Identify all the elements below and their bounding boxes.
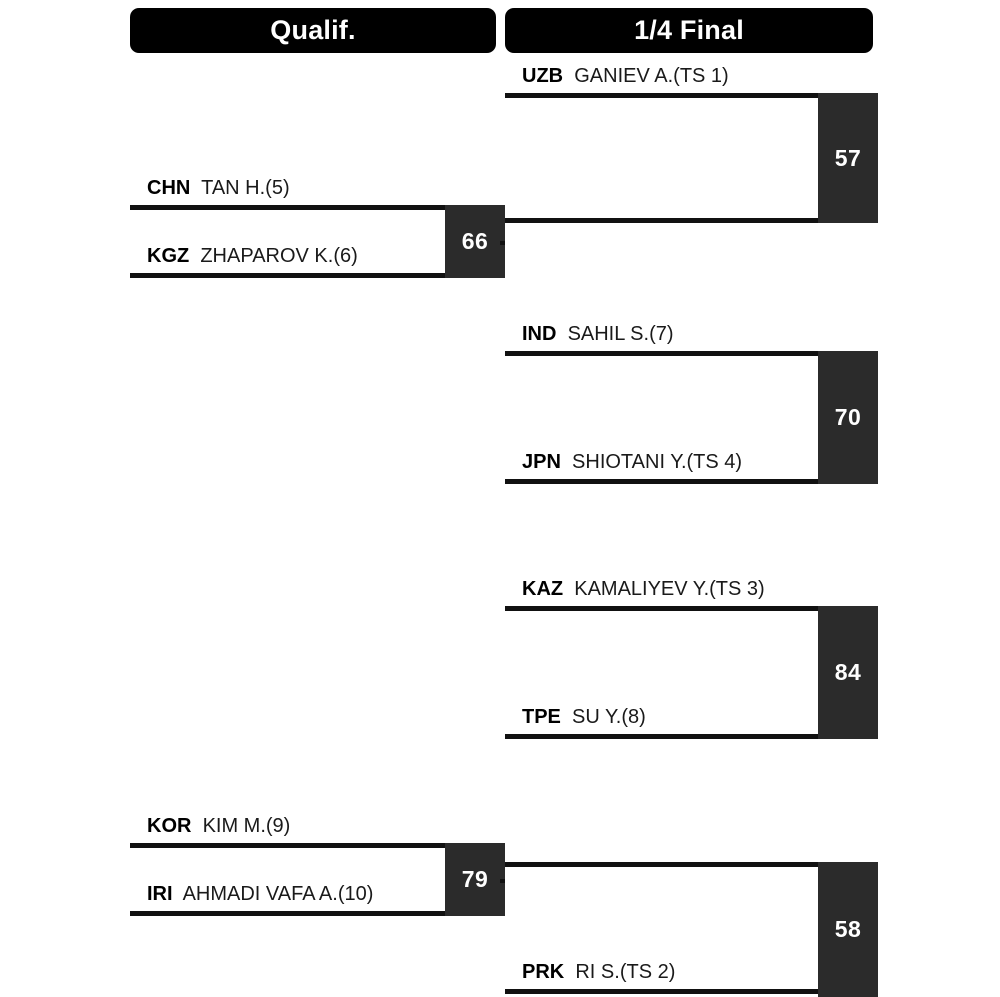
match-quarter-final-3-score[interactable]: 84 bbox=[818, 606, 878, 739]
match-quarter-final-3-bottom-noc: TPE bbox=[522, 706, 567, 728]
match-quarter-final-3-bottom-name: SU Y.(8) bbox=[572, 706, 646, 728]
match-quarter-final-2-top-rule bbox=[505, 351, 878, 356]
match-quarter-final-1-top-noc: UZB bbox=[522, 65, 569, 87]
connector-qualif-2-to-qf4 bbox=[500, 879, 505, 883]
match-quarter-final-2-top-noc: IND bbox=[522, 323, 562, 345]
match-qualif-2-bottom-noc: IRI bbox=[147, 883, 179, 905]
match-quarter-final-1-top-name: GANIEV A.(TS 1) bbox=[574, 65, 729, 87]
match-qualif-2-bottom-player: IRI AHMADI VAFA A.(10) bbox=[147, 884, 373, 904]
match-qualif-1-bottom-noc: KGZ bbox=[147, 245, 195, 267]
match-qualif-2-top-noc: KOR bbox=[147, 815, 197, 837]
match-quarter-final-4-bottom-rule bbox=[505, 989, 878, 994]
match-qualif-1-top-rule bbox=[130, 205, 505, 210]
match-qualif-2-top-name: KIM M.(9) bbox=[202, 815, 291, 837]
match-qualif-1-score[interactable]: 66 bbox=[445, 205, 505, 278]
match-qualif-1-top-player: CHN TAN H.(5) bbox=[147, 178, 290, 198]
match-quarter-final-2-bottom-name: SHIOTANI Y.(TS 4) bbox=[572, 451, 743, 473]
match-quarter-final-4-bottom-noc: PRK bbox=[522, 961, 570, 983]
match-qualif-1-top-name: TAN H.(5) bbox=[201, 177, 290, 199]
match-qualif-2-score-value: 79 bbox=[461, 866, 489, 892]
match-quarter-final-2-bottom-noc: JPN bbox=[522, 451, 567, 473]
round-header-quarter-final: 1/4 Final bbox=[505, 8, 873, 53]
round-header-qualif: Qualif. bbox=[130, 8, 496, 53]
match-qualif-1[interactable]: CHN TAN H.(5) KGZ ZHAPAROV K.(6) 66 bbox=[130, 178, 505, 283]
match-quarter-final-2-bottom-player: JPN SHIOTANI Y.(TS 4) bbox=[522, 452, 742, 472]
match-quarter-final-1-score-value: 57 bbox=[834, 144, 862, 171]
connector-qualif-1-to-qf1 bbox=[500, 241, 505, 245]
match-quarter-final-1-top-player: UZB GANIEV A.(TS 1) bbox=[522, 66, 729, 86]
match-quarter-final-2-score-value: 70 bbox=[834, 404, 862, 430]
match-quarter-final-4[interactable]: PRK RI S.(TS 2) 58 bbox=[505, 862, 878, 997]
match-quarter-final-4-score[interactable]: 58 bbox=[818, 862, 878, 997]
match-qualif-2-bottom-rule bbox=[130, 911, 505, 916]
match-quarter-final-3-top-noc: KAZ bbox=[522, 578, 569, 600]
match-quarter-final-3-bottom-player: TPE SU Y.(8) bbox=[522, 707, 646, 727]
match-quarter-final-3-top-name: KAMALIYEV Y.(TS 3) bbox=[574, 578, 765, 600]
match-quarter-final-2-top-name: SAHIL S.(7) bbox=[567, 323, 674, 345]
match-quarter-final-4-score-value: 58 bbox=[834, 916, 862, 942]
match-qualif-1-bottom-name: ZHAPAROV K.(6) bbox=[200, 245, 358, 267]
match-qualif-2[interactable]: KOR KIM M.(9) IRI AHMADI VAFA A.(10) 79 bbox=[130, 816, 505, 921]
match-quarter-final-4-bottom-player: PRK RI S.(TS 2) bbox=[522, 962, 675, 982]
match-quarter-final-4-bottom-name: RI S.(TS 2) bbox=[575, 961, 676, 983]
match-quarter-final-2-score[interactable]: 70 bbox=[818, 351, 878, 484]
match-quarter-final-2-bottom-rule bbox=[505, 479, 878, 484]
match-qualif-2-top-player: KOR KIM M.(9) bbox=[147, 816, 290, 836]
match-quarter-final-1-bottom-rule bbox=[505, 218, 878, 223]
match-qualif-1-bottom-player: KGZ ZHAPAROV K.(6) bbox=[147, 246, 358, 266]
match-qualif-2-bottom-name: AHMADI VAFA A.(10) bbox=[182, 883, 374, 905]
round-header-quarter-final-label: 1/4 Final bbox=[634, 15, 744, 45]
match-qualif-2-top-rule bbox=[130, 843, 505, 848]
match-quarter-final-3-top-player: KAZ KAMALIYEV Y.(TS 3) bbox=[522, 579, 765, 599]
match-quarter-final-2-top-player: IND SAHIL S.(7) bbox=[522, 324, 674, 344]
match-quarter-final-3-bottom-rule bbox=[505, 734, 878, 739]
match-quarter-final-3[interactable]: KAZ KAMALIYEV Y.(TS 3) TPE SU Y.(8) 84 bbox=[505, 579, 878, 744]
match-quarter-final-3-top-rule bbox=[505, 606, 878, 611]
match-quarter-final-1-score[interactable]: 57 bbox=[818, 93, 878, 223]
match-quarter-final-1[interactable]: UZB GANIEV A.(TS 1) 57 bbox=[505, 66, 878, 226]
match-qualif-1-score-value: 66 bbox=[461, 228, 489, 254]
match-quarter-final-4-top-rule bbox=[505, 862, 878, 867]
match-qualif-1-bottom-rule bbox=[130, 273, 505, 278]
match-qualif-2-score[interactable]: 79 bbox=[445, 843, 505, 916]
match-quarter-final-3-score-value: 84 bbox=[834, 659, 862, 685]
match-quarter-final-2[interactable]: IND SAHIL S.(7) JPN SHIOTANI Y.(TS 4) 70 bbox=[505, 324, 878, 489]
match-quarter-final-1-top-rule bbox=[505, 93, 878, 98]
match-qualif-1-top-noc: CHN bbox=[147, 177, 196, 199]
round-header-qualif-label: Qualif. bbox=[270, 15, 356, 45]
